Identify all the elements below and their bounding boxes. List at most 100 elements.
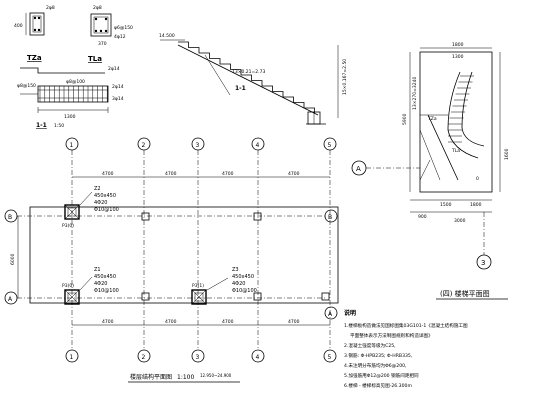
axis-bubble — [323, 349, 337, 363]
dim-text: 2φ14 — [108, 66, 120, 72]
stair-plan-dim: 3000 — [454, 218, 466, 224]
stair-plan-title: (四) 楼梯平面图 — [440, 289, 490, 298]
stair-dim: 14.500 — [159, 33, 175, 39]
axis-label: 5 — [328, 142, 332, 149]
axis-label: 3 — [481, 259, 485, 267]
stair-plan-dim: 5900 — [402, 113, 408, 125]
axis-label: 2 — [142, 142, 146, 149]
svg-text:Φ10@100: Φ10@100 — [94, 288, 119, 294]
span-label: 4700 — [165, 171, 177, 177]
svg-text:P3(0): P3(0) — [62, 283, 74, 289]
axis-label: 4 — [256, 354, 260, 361]
column-name: Z2 — [94, 186, 101, 192]
note-line: 1.楼梯板构造做法见国标图集03G101-1《混凝土结构施工图 — [344, 322, 468, 329]
note-line: 4.未注明分布筋均为Φ6@200, — [344, 362, 407, 369]
dim-text: φ8@150 — [17, 83, 36, 89]
svg-text:4Φ20: 4Φ20 — [94, 200, 107, 206]
section-scale: 1:50 — [54, 123, 64, 129]
beam-elevation-detail: φ8@150 φ8@100 2φ14 3φ14 1300 — [17, 79, 124, 120]
note-line: 5.加强筋用Φ12@200 钢筋间距相同 — [344, 372, 419, 379]
axis-bubble — [251, 349, 265, 363]
stair-plan: 1800 1300 13×270=3240 5900 1600 TZa 1500… — [351, 42, 510, 300]
dim-text: 400 — [14, 23, 23, 29]
note-line: 6.楼梯 - 楼梯标高见图-26.300m — [344, 382, 412, 389]
stair-section-label: 1-1 — [235, 85, 246, 92]
dim-text: 370 — [98, 41, 107, 47]
dim-text: 4φ12 — [114, 34, 126, 40]
axis-bubble — [323, 137, 337, 151]
stair-plan-dim: 0 — [476, 176, 479, 182]
note-line: 平面整体表示方法制图规则和构造详图》 — [350, 332, 433, 339]
dim-text: 3φ14 — [112, 96, 124, 102]
span-label: 4700 — [222, 171, 234, 177]
axis-label: A — [328, 311, 333, 318]
column-section-detail: 2φ8 400 — [14, 5, 55, 36]
axis-bubble — [191, 137, 205, 151]
column-name: Z3 — [232, 267, 239, 273]
stair-dim: 13×0.21=2.73 — [232, 69, 265, 75]
column-z3: P3(1) Z3 450x450 4Φ20 Φ10@100 — [191, 267, 257, 305]
column-z2: P3(0) Z2 450x450 4Φ20 Φ10@100 — [62, 186, 119, 229]
axis-bubble — [191, 349, 205, 363]
span-label: 4700 — [102, 171, 114, 177]
beam-section-detail: 2φ8 φ6@150 370 4φ12 — [90, 5, 133, 47]
stair-dim: 15×0.167=2.50 — [342, 59, 348, 95]
axis-label: A — [356, 165, 361, 173]
stair-plan-dim: 1800 — [452, 42, 464, 48]
svg-text:P3(1): P3(1) — [192, 283, 204, 289]
rebar-shape-detail: 2φ14 — [20, 66, 120, 74]
stair-plan-label: TZa — [427, 116, 437, 122]
axis-label: B — [8, 214, 12, 221]
axis-bubble — [137, 349, 151, 363]
stair-plan-dim: 1300 — [452, 54, 464, 60]
note-line: 3.钢筋: Φ-HPB235; Φ-HRB335, — [344, 352, 413, 359]
axis-label: 1 — [70, 142, 74, 149]
axis-label: 3 — [196, 142, 200, 149]
axis-label: A — [8, 296, 13, 303]
axis-label: 2 — [142, 354, 146, 361]
axis-label: 5 — [328, 354, 332, 361]
plan-scale: 1:100 — [177, 374, 194, 381]
axis-label: 3 — [196, 354, 200, 361]
detail-label-tl: TLa — [88, 55, 102, 63]
svg-text:Φ10@100: Φ10@100 — [232, 288, 257, 294]
dim-text: φ6@150 — [114, 25, 133, 31]
axis-bubble — [65, 137, 79, 151]
axis-bubble — [65, 349, 79, 363]
svg-text:450x450: 450x450 — [232, 274, 254, 280]
svg-text:4Φ20: 4Φ20 — [232, 281, 245, 287]
stair-plan-label: TLa — [451, 148, 460, 154]
stair-plan-dim: 13×270=3240 — [412, 77, 418, 110]
axis-label: 1 — [70, 354, 74, 361]
stair-plan-dim: 1800 — [470, 202, 482, 208]
span-label: 4700 — [288, 319, 300, 325]
dim-text: 1300 — [64, 114, 76, 120]
stair-plan-dim: 1600 — [504, 148, 510, 160]
dim-text: 2φ14 — [112, 84, 124, 90]
span-label: 4700 — [165, 319, 177, 325]
dim-text: φ8@100 — [66, 79, 85, 85]
svg-text:Φ10@100: Φ10@100 — [94, 207, 119, 213]
axis-bubble — [251, 137, 265, 151]
dim-text: 2φ8 — [93, 5, 102, 11]
notes: 说明 1.楼梯板构造做法见国标图集03G101-1《混凝土结构施工图 平面整体表… — [344, 309, 468, 389]
svg-text:450x450: 450x450 — [94, 193, 116, 199]
dim-text: 2φ8 — [46, 5, 55, 11]
plan-title: 楼层结构平面图 — [130, 373, 172, 381]
notes-heading: 说明 — [344, 309, 356, 317]
detail-label-tz: TZa — [27, 54, 42, 62]
column-z1: P3(0) Z1 450x450 4Φ20 Φ10@100 — [62, 267, 119, 305]
span-label: 4700 — [222, 319, 234, 325]
column-name: Z1 — [94, 267, 101, 273]
stair-plan-dim: 900 — [418, 214, 427, 220]
axis-label: B — [328, 214, 332, 221]
dim-left: 6000 — [10, 253, 16, 265]
plan-elevation: 12.950~24.900 — [200, 373, 232, 378]
span-label: 4700 — [288, 171, 300, 177]
stair-section: 14.500 1-1 13×0.21=2.73 15×0.167=2.50 — [159, 33, 348, 125]
svg-text:450x450: 450x450 — [94, 274, 116, 280]
section-label: 1-1 — [36, 122, 47, 129]
axis-bubble — [137, 137, 151, 151]
